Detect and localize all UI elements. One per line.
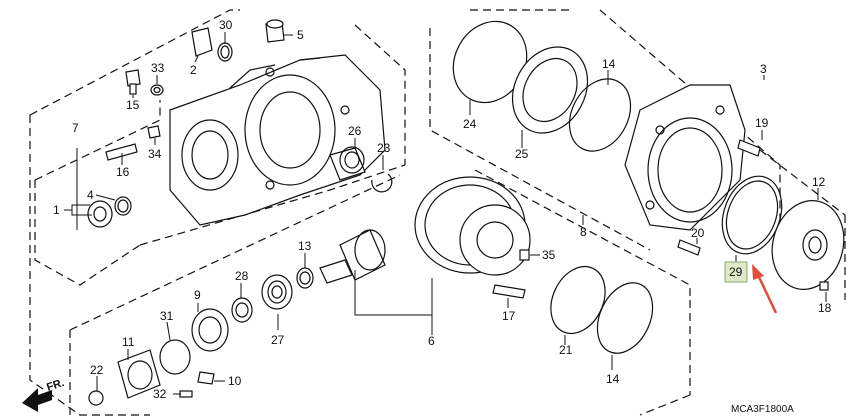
part-number-33[interactable]: 33 (151, 61, 165, 75)
bearing-27[interactable] (261, 274, 293, 310)
highlight-arrow (752, 264, 778, 314)
bearing-1-seal-4[interactable] (87, 196, 132, 228)
part-number-29[interactable]: 29 (729, 265, 743, 279)
part-number-22[interactable]: 22 (90, 363, 104, 377)
part-number-16[interactable]: 16 (116, 165, 130, 179)
ball-bearing-25[interactable] (498, 34, 602, 146)
shim-14-lower[interactable] (587, 274, 664, 362)
part-number-15[interactable]: 15 (126, 98, 140, 112)
bolt-32-clip-10[interactable] (179, 371, 215, 398)
part-number-20[interactable]: 20 (691, 226, 705, 240)
part-number-25[interactable]: 25 (515, 147, 529, 161)
gear-9[interactable] (191, 308, 229, 352)
part-number-26[interactable]: 26 (348, 124, 362, 138)
part-number-31[interactable]: 31 (160, 309, 174, 323)
bolt-15-washer-33[interactable] (125, 69, 164, 96)
part-number-labels: 30 5 2 33 15 7 34 16 4 1 26 23 13 28 9 2… (53, 18, 832, 401)
part-number-7[interactable]: 7 (72, 121, 79, 135)
ring-gear-6[interactable] (414, 176, 531, 276)
bolt-18[interactable] (819, 281, 829, 291)
part-number-18[interactable]: 18 (818, 301, 832, 315)
part-number-28[interactable]: 28 (235, 269, 249, 283)
spacer-28[interactable] (231, 297, 253, 323)
highlight-box-29 (724, 261, 748, 283)
assembly-outlines (29, 9, 846, 416)
part-number-32[interactable]: 32 (153, 387, 167, 401)
diagram-code: MCA3F1800A (731, 404, 794, 415)
dowel-pin-34[interactable] (147, 125, 161, 139)
part-number-10[interactable]: 10 (228, 374, 242, 388)
part-number-34[interactable]: 34 (148, 147, 162, 161)
bolt-20[interactable] (677, 239, 701, 256)
front-label: FR. (45, 377, 66, 394)
part-number-24[interactable]: 24 (463, 117, 477, 131)
stud-16[interactable] (105, 143, 138, 161)
part-number-3[interactable]: 3 (760, 62, 767, 76)
shim-21[interactable] (541, 258, 616, 343)
shim-14-upper[interactable] (557, 68, 642, 161)
circlip-23[interactable] (371, 173, 393, 193)
part-number-17[interactable]: 17 (502, 309, 516, 323)
part-number-14-upper[interactable]: 14 (602, 57, 616, 71)
needle-bearing-26[interactable] (329, 146, 366, 181)
part-number-5[interactable]: 5 (297, 28, 304, 42)
cap-5[interactable] (265, 19, 285, 43)
stud-17[interactable] (492, 284, 526, 299)
bolt-22[interactable] (88, 390, 104, 406)
part-number-30[interactable]: 30 (219, 18, 233, 32)
part-number-12[interactable]: 12 (812, 175, 826, 189)
final-gear-case-housing[interactable] (169, 54, 386, 226)
bolt-19[interactable] (737, 139, 761, 157)
breather-cap-30[interactable] (191, 27, 233, 62)
cover-12[interactable] (763, 192, 854, 297)
part-number-21[interactable]: 21 (559, 343, 573, 357)
o-ring-31[interactable] (159, 339, 191, 375)
final-gear-case-cover-3[interactable] (624, 84, 746, 231)
part-number-23[interactable]: 23 (377, 141, 391, 155)
part-number-27[interactable]: 27 (271, 333, 285, 347)
part-number-4[interactable]: 4 (87, 188, 94, 202)
part-number-11[interactable]: 11 (122, 335, 135, 349)
part-number-13[interactable]: 13 (298, 239, 312, 253)
part-number-14-lower[interactable]: 14 (606, 372, 620, 386)
part-number-19[interactable]: 19 (755, 116, 769, 130)
leader-lines (64, 32, 827, 395)
part-number-35[interactable]: 35 (542, 248, 556, 262)
part-number-6[interactable]: 6 (428, 334, 435, 348)
part-number-9[interactable]: 9 (194, 288, 201, 302)
dowel-pin-35[interactable] (519, 249, 530, 261)
part-number-2[interactable]: 2 (190, 63, 197, 77)
damper-holder-11[interactable] (117, 349, 161, 399)
part-number-1[interactable]: 1 (53, 203, 60, 217)
front-direction-arrow-icon (22, 388, 52, 412)
part-number-8[interactable]: 8 (580, 225, 587, 239)
